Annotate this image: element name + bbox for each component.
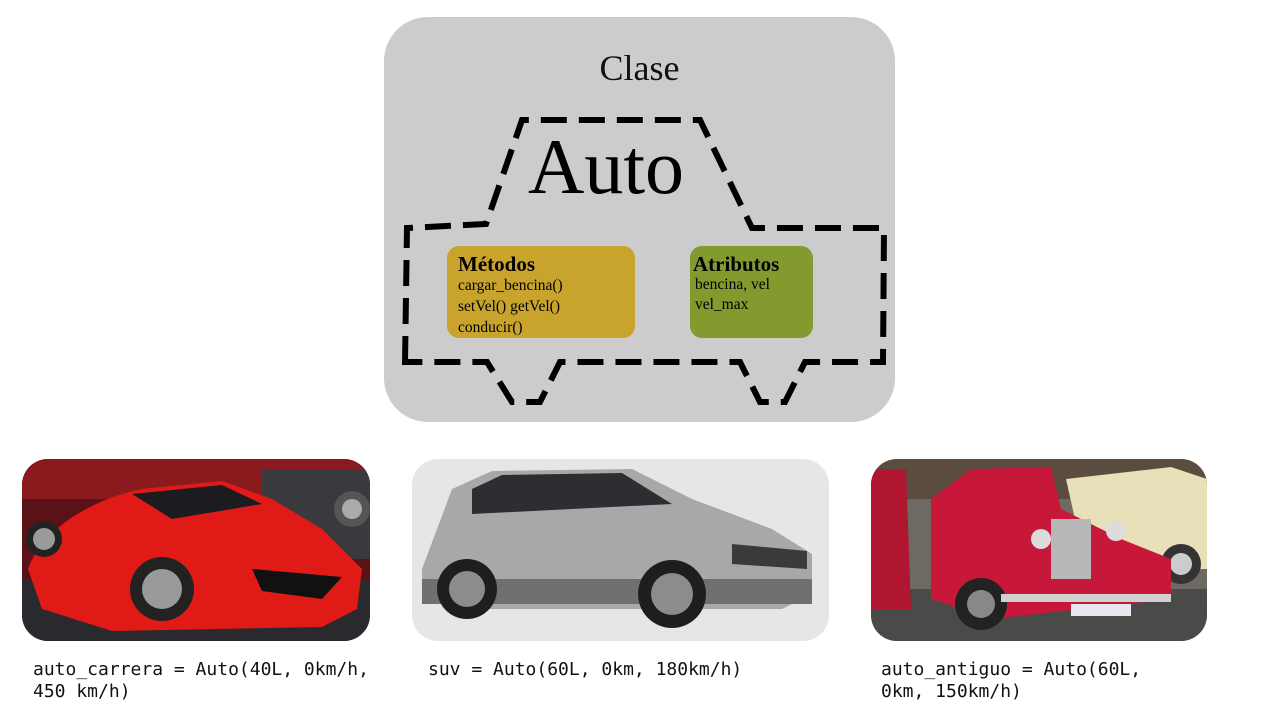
instance-code-auto-antiguo: auto_antiguo = Auto(60L, 0km, 150km/h) [881,659,1142,702]
sports-car-image [22,459,370,641]
methods-heading: Métodos [458,252,535,276]
attributes-box: Atributos bencina, vel vel_max [690,246,813,338]
class-name: Auto [528,123,684,210]
method-item: setVel() getVel() [458,298,560,315]
method-item: cargar_bencina() [458,277,563,294]
method-item: conducir() [458,319,523,336]
attribute-item: bencina, vel [695,276,770,293]
suv-image [412,459,829,641]
attributes-heading: Atributos [693,252,780,276]
instance-code-auto-carrera: auto_carrera = Auto(40L, 0km/h, 450 km/h… [33,659,369,702]
antique-car-image [871,459,1207,641]
attribute-item: vel_max [695,296,749,313]
instance-code-suv: suv = Auto(60L, 0km, 180km/h) [428,659,743,680]
class-title: Clase [599,48,680,88]
methods-box: Métodos cargar_bencina() setVel() getVel… [447,246,635,338]
class-box: Clase [384,17,895,422]
